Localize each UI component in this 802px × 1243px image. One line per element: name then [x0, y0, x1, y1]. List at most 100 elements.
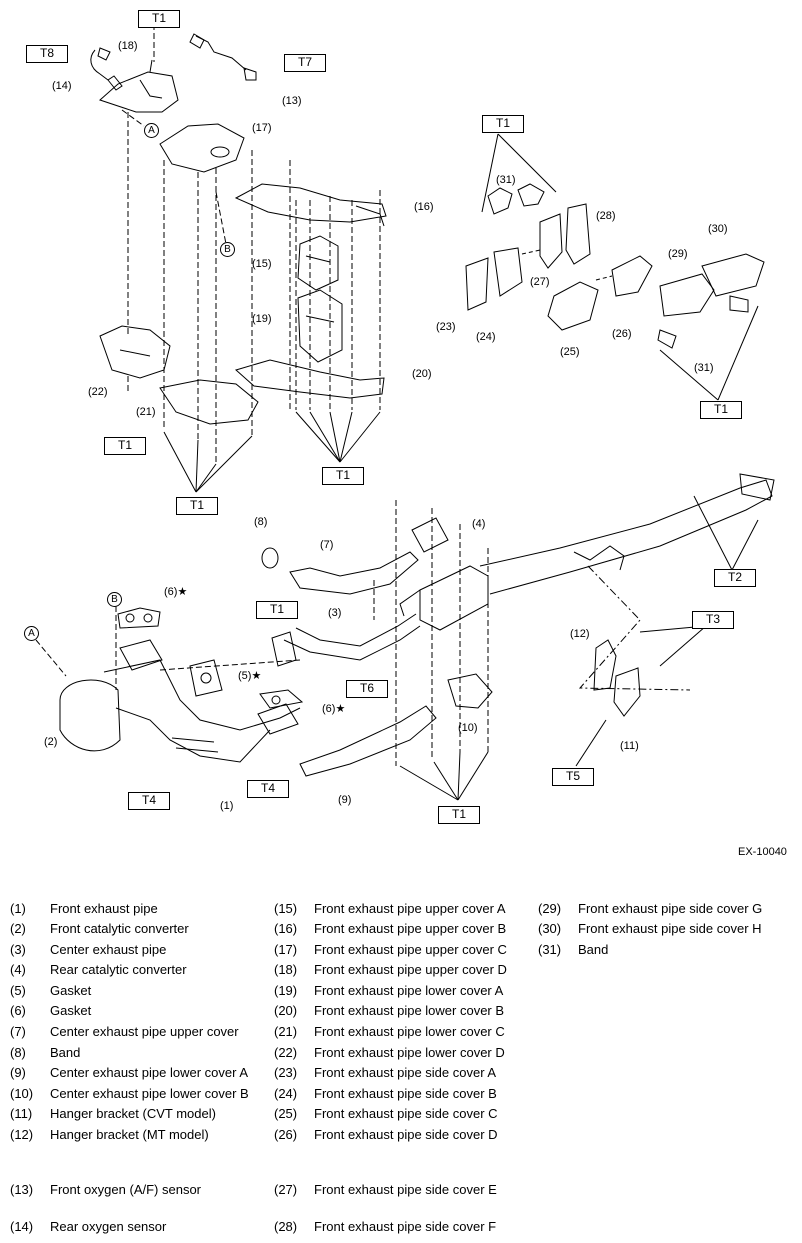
- exploded-diagram: A B B A T1 T7 T8 T1 T1 T1 T1 T1 T1 T2 T3…: [24, 10, 787, 858]
- legend-num: (22): [274, 1045, 298, 1060]
- lower-cover-d-drawing: [99, 325, 171, 379]
- torque-box-t7: T7: [284, 54, 326, 72]
- legend-num: (6): [10, 1003, 26, 1018]
- legend-num: (17): [274, 942, 298, 957]
- part-label-29: (29): [668, 248, 688, 260]
- torque-box-t2: T2: [714, 569, 756, 587]
- legend-item-7: (7)Center exhaust pipe upper cover: [10, 1024, 239, 1039]
- torque-box-t6: T6: [346, 680, 388, 698]
- legend-num: (28): [274, 1219, 298, 1234]
- legend-item-17: (17)Front exhaust pipe upper cover C: [274, 942, 507, 957]
- legend-item-6: (6)Gasket: [10, 1003, 91, 1018]
- part-label-6-bottom: (6)★: [322, 703, 345, 715]
- legend-num: (2): [10, 921, 26, 936]
- legend-text: Front exhaust pipe side cover C: [314, 1106, 498, 1121]
- part-label-6-text: (6): [322, 703, 336, 715]
- legend-text: Front exhaust pipe side cover A: [314, 1065, 497, 1080]
- part-label-16: (16): [414, 201, 434, 213]
- legend-text: Front exhaust pipe: [50, 901, 158, 916]
- part-label-22: (22): [88, 386, 108, 398]
- torque-leader-lines: [163, 133, 759, 801]
- lower-cover-b-center-drawing: [447, 673, 493, 709]
- star-mark: ★: [335, 703, 346, 715]
- torque-box-t1-top: T1: [138, 10, 180, 28]
- rear-oxygen-sensor-drawing: [90, 47, 123, 91]
- legend-item-22: (22)Front exhaust pipe lower cover D: [274, 1045, 505, 1060]
- star-mark: ★: [177, 586, 188, 598]
- upper-cover-a-drawing: [297, 235, 339, 291]
- part-label-28: (28): [596, 210, 616, 222]
- legend-num: (15): [274, 901, 298, 916]
- legend-item-14: (14)Rear oxygen sensor: [10, 1219, 166, 1234]
- legend-item-21: (21) Front exhaust pipe lower cover C: [274, 1024, 505, 1039]
- legend-text: Center exhaust pipe: [50, 942, 167, 957]
- front-exhaust-pipe-drawing: [59, 639, 301, 763]
- star-mark: ★: [251, 670, 262, 682]
- figure-code: EX-10040: [738, 846, 787, 858]
- legend-num: (30): [538, 921, 562, 936]
- part-label-7: (7): [320, 539, 334, 551]
- part-label-2: (2): [44, 736, 58, 748]
- legend-num: (23): [274, 1065, 298, 1080]
- legend-num: (13): [10, 1182, 34, 1197]
- part-label-5-text: (5): [238, 670, 252, 682]
- legend-item-2: (2)Front catalytic converter: [10, 921, 189, 936]
- legend-text: Gasket: [50, 983, 92, 998]
- part-label-24: (24): [476, 331, 496, 343]
- torque-box-t4-right: T4: [247, 780, 289, 798]
- torque-box-t1-right-top: T1: [482, 115, 524, 133]
- legend-num: (10): [10, 1086, 34, 1101]
- legend-item-13: (13) Front oxygen (A/F) sensor: [10, 1182, 201, 1197]
- upper-cover-c-drawing: [159, 123, 245, 173]
- torque-box-t5: T5: [552, 768, 594, 786]
- legend-item-15: (15)Front exhaust pipe upper cover A: [274, 901, 506, 916]
- legend-text: Center exhaust pipe lower cover A: [50, 1065, 248, 1080]
- legend-item-4: (4)Rear catalytic converter: [10, 962, 187, 977]
- torque-box-t8: T8: [26, 45, 68, 63]
- legend-item-31: (31)Band: [538, 942, 608, 957]
- legend-text: Center exhaust pipe lower cover B: [50, 1086, 249, 1101]
- part-label-12: (12): [570, 628, 590, 640]
- part-label-14: (14): [52, 80, 72, 92]
- front-oxygen-sensor-drawing: [189, 33, 257, 81]
- ref-marker-b-bottom: B: [107, 592, 122, 607]
- lower-cover-a-drawing: [297, 289, 343, 363]
- legend-text: Band: [50, 1045, 81, 1060]
- torque-box-t1-center: T1: [322, 467, 364, 485]
- legend-text: Front exhaust pipe side cover F: [314, 1219, 497, 1234]
- legend-num: (24): [274, 1086, 298, 1101]
- legend-text: Front exhaust pipe side cover H: [578, 921, 762, 936]
- legend-item-5: (5)Gasket: [10, 983, 91, 998]
- torque-box-t1-band: T1: [256, 601, 298, 619]
- legend-num: (3): [10, 942, 26, 957]
- legend-num: (27): [274, 1182, 298, 1197]
- legend-num: (4): [10, 962, 26, 977]
- gaskets-drawing: [117, 607, 304, 709]
- ref-marker-a-bottom: A: [24, 626, 39, 641]
- part-label-6-text: (6): [164, 586, 178, 598]
- side-covers-drawing: [465, 183, 765, 349]
- lower-cover-a-center-drawing: [299, 705, 437, 777]
- legend-text: Front exhaust pipe lower cover C: [314, 1024, 505, 1039]
- center-pipe-upper-cover-drawing: [289, 551, 419, 595]
- legend-item-27: (27)Front exhaust pipe side cover E: [274, 1182, 497, 1197]
- legend-num: (21): [274, 1024, 298, 1039]
- part-label-17: (17): [252, 122, 272, 134]
- part-label-26: (26): [612, 328, 632, 340]
- legend-item-28: (28) Front exhaust pipe side cover F: [274, 1219, 496, 1234]
- part-label-27: (27): [530, 276, 550, 288]
- legend-item-11: (11)Hanger bracket (CVT model): [10, 1106, 216, 1121]
- legend-num: (11): [10, 1106, 33, 1121]
- legend-text: Hanger bracket (MT model): [50, 1127, 209, 1142]
- legend-item-29: (29)Front exhaust pipe side cover G: [538, 901, 762, 916]
- part-label-5: (5)★: [238, 670, 261, 682]
- legend-num: (7): [10, 1024, 26, 1039]
- legend-text: Front oxygen (A/F) sensor: [50, 1182, 201, 1197]
- part-label-25: (25): [560, 346, 580, 358]
- legend-item-12: (12)Hanger bracket (MT model): [10, 1127, 209, 1142]
- rear-pipe-drawing: [479, 473, 775, 595]
- legend-item-26: (26)Front exhaust pipe side cover D: [274, 1127, 498, 1142]
- torque-box-t3: T3: [692, 611, 734, 629]
- band-drawing: [261, 547, 279, 569]
- part-label-9: (9): [338, 794, 352, 806]
